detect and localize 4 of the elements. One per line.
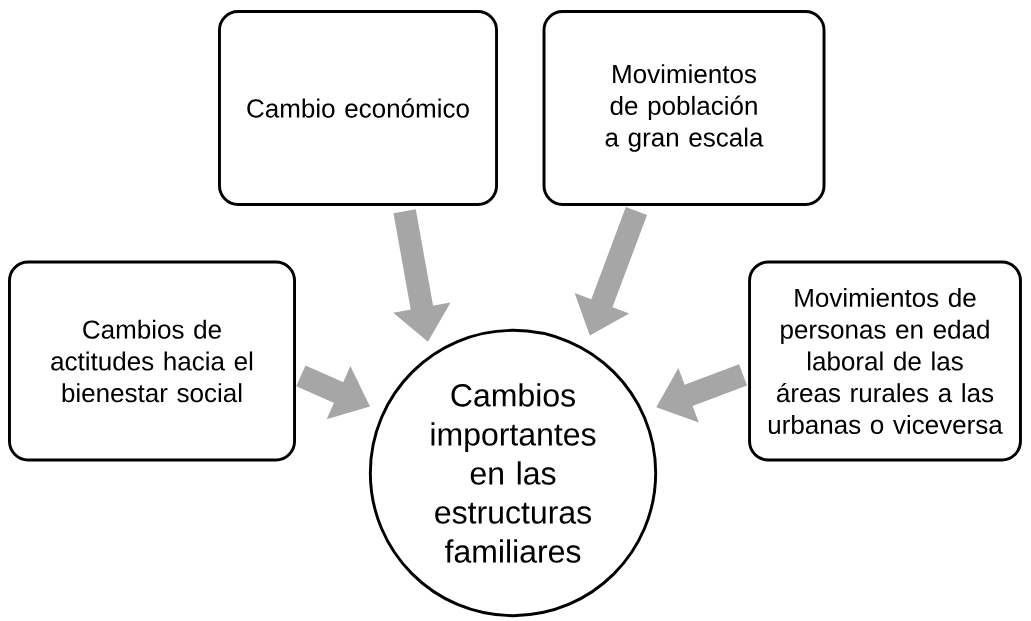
- text-box: Cambios de actitudes hacia el bienestar social: [8, 260, 296, 462]
- text-box: Movimientos de personas en edad laboral de las áreas rurales a las urbanas o viceversa: [748, 260, 1022, 462]
- text-box: Cambio económico: [218, 10, 498, 206]
- text-box: Movimientos de población a gran escala: [542, 10, 826, 206]
